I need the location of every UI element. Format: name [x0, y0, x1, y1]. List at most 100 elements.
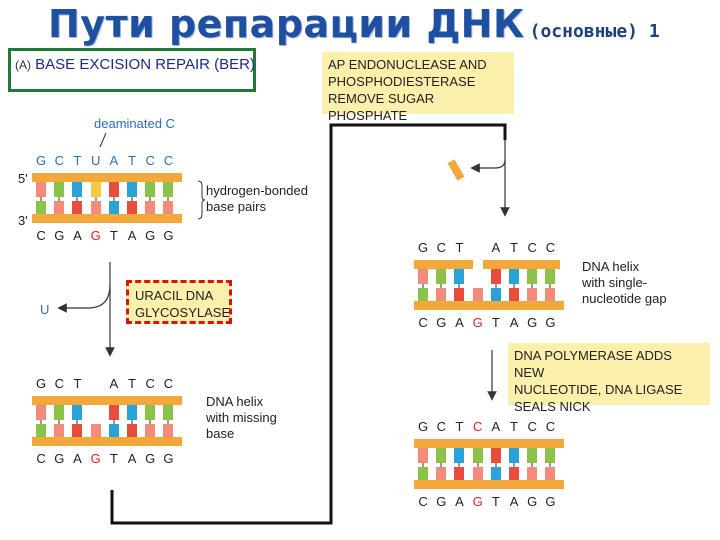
hbond-line [76, 420, 79, 424]
top-base [418, 269, 428, 284]
top-base [436, 269, 447, 284]
ap-box-line-3: REMOVE SUGAR PHOSPHATE [328, 91, 435, 123]
bottom-base-letter: G [545, 315, 556, 330]
bottom-base-letter: G [54, 228, 65, 243]
top-base [454, 448, 465, 463]
hbond-line [531, 463, 534, 467]
top-base-letter: A [491, 240, 501, 255]
hbond-line [440, 284, 443, 288]
hbond-line [513, 284, 515, 288]
bottom-base [54, 424, 65, 437]
top-base-letter: A [109, 153, 119, 168]
top-base [418, 448, 428, 463]
top-base-letter: C [145, 376, 155, 391]
missing-line-2: with missing [206, 410, 277, 425]
hbond-line [76, 197, 79, 201]
bottom-base [163, 201, 174, 214]
hbond-line [458, 284, 461, 288]
polymerase-line-3: SEALS NICK [514, 399, 591, 414]
top-base [36, 405, 46, 420]
hbond-line-2: base pairs [206, 199, 266, 214]
hbond-line [94, 197, 97, 201]
top-backbone [32, 396, 182, 405]
title-main: Пути репарации ДНК [48, 2, 525, 46]
top-base [436, 448, 447, 463]
hbond-line [494, 284, 497, 288]
bottom-base-letter: G [163, 451, 174, 466]
bottom-base [90, 201, 101, 214]
top-base-letter: U [90, 153, 101, 168]
curve-arrow-u [57, 284, 111, 313]
bottom-base-letter: C [36, 451, 46, 466]
bottom-base [127, 201, 137, 214]
bottom-base-letter: G [527, 494, 538, 509]
top-base [490, 448, 501, 463]
hbond-line [167, 420, 170, 424]
bottom-backbone [32, 214, 182, 223]
glycosylase-line-2: GLYCOSYLASE [135, 305, 231, 320]
curve-arrow-sugar [470, 159, 506, 173]
bottom-base-letter: A [127, 451, 137, 466]
bottom-base-letter: G [90, 451, 101, 466]
bottom-backbone [32, 437, 182, 446]
bottom-backbone [414, 301, 564, 310]
hbond-line [422, 463, 424, 467]
bottom-base-letter: G [527, 315, 538, 330]
top-backbone [414, 439, 564, 448]
bottom-base-letter: A [73, 228, 82, 243]
top-base [145, 405, 156, 420]
top-base-letter: C [436, 240, 446, 255]
hbond-line [112, 197, 115, 201]
top-base-letter: T [128, 153, 136, 168]
missing-line-3: base [206, 426, 235, 441]
top-base [90, 182, 101, 197]
top-base-letter: G [418, 419, 429, 434]
missing-line-1: DNA helix [206, 394, 264, 409]
strand-3-label: 3' [18, 213, 28, 228]
top-base [454, 269, 465, 284]
bottom-base-letter: T [491, 315, 500, 330]
top-base-letter: C [545, 419, 556, 434]
hbond-line [422, 284, 424, 288]
ap-box-line-1: AP ENDONUCLEASE AND [328, 57, 487, 72]
bottom-base-letter: G [145, 451, 156, 466]
bottom-base [90, 424, 101, 437]
bottom-base [527, 288, 538, 301]
top-base [54, 182, 65, 197]
removed-base-label: U [40, 302, 50, 317]
hbond-line-1: hydrogen-bonded [206, 183, 308, 198]
gap-line-2: with single- [582, 275, 648, 290]
bottom-base-letter: A [73, 451, 82, 466]
bottom-base-letter: T [491, 494, 500, 509]
top-base-letter: C [54, 153, 64, 168]
hbond-line [494, 463, 497, 467]
hbond-line [458, 463, 461, 467]
connector-line [110, 123, 507, 525]
bottom-base [36, 201, 46, 214]
top-base-letter: C [436, 419, 446, 434]
bottom-base [509, 467, 519, 480]
top-base [472, 448, 483, 463]
deaminated-label: deaminated C [94, 116, 175, 131]
bottom-base-letter: G [90, 228, 101, 243]
strand-5-label: 5' [18, 171, 28, 186]
bottom-base-letter: T [109, 228, 118, 243]
top-base-letter: A [491, 419, 501, 434]
top-base [545, 269, 556, 284]
bottom-base-letter: A [509, 494, 519, 509]
bottom-base [163, 424, 174, 437]
glycosylase-box: URACIL DNA GLYCOSYLASE [126, 280, 232, 324]
bottom-base-letter: C [418, 315, 428, 330]
bottom-base-letter: A [455, 494, 464, 509]
bottom-base-letter: C [36, 228, 46, 243]
sugar-phosphate-icon [447, 159, 465, 181]
